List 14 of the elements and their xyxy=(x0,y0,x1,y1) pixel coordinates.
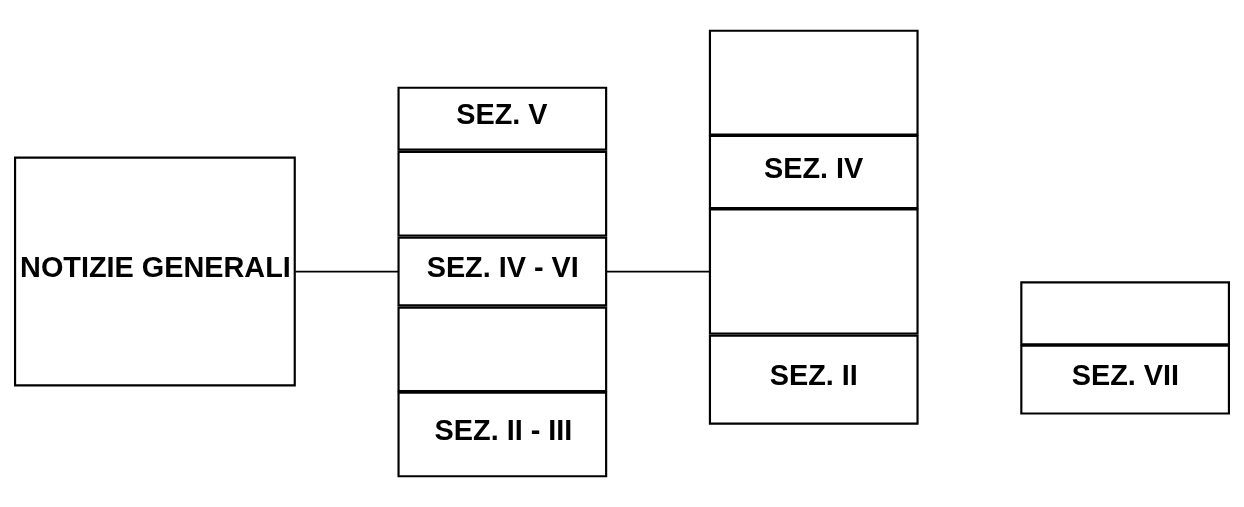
node-box: SEZ. IV - VI xyxy=(397,236,608,307)
connector xyxy=(294,270,400,273)
node-box: SEZ. II - III xyxy=(397,391,608,478)
node-box: NOTIZIE GENERALI xyxy=(14,156,296,387)
connector xyxy=(605,270,711,273)
node-box xyxy=(1020,281,1230,346)
node-box: SEZ. IV xyxy=(708,134,919,210)
node-box xyxy=(708,208,919,335)
node-box xyxy=(397,306,608,393)
node-box: SEZ. II xyxy=(708,334,919,425)
node-box: SEZ. V xyxy=(397,86,608,151)
node-box xyxy=(708,29,919,136)
node-box xyxy=(397,150,608,237)
node-box: SEZ. VII xyxy=(1020,344,1230,415)
